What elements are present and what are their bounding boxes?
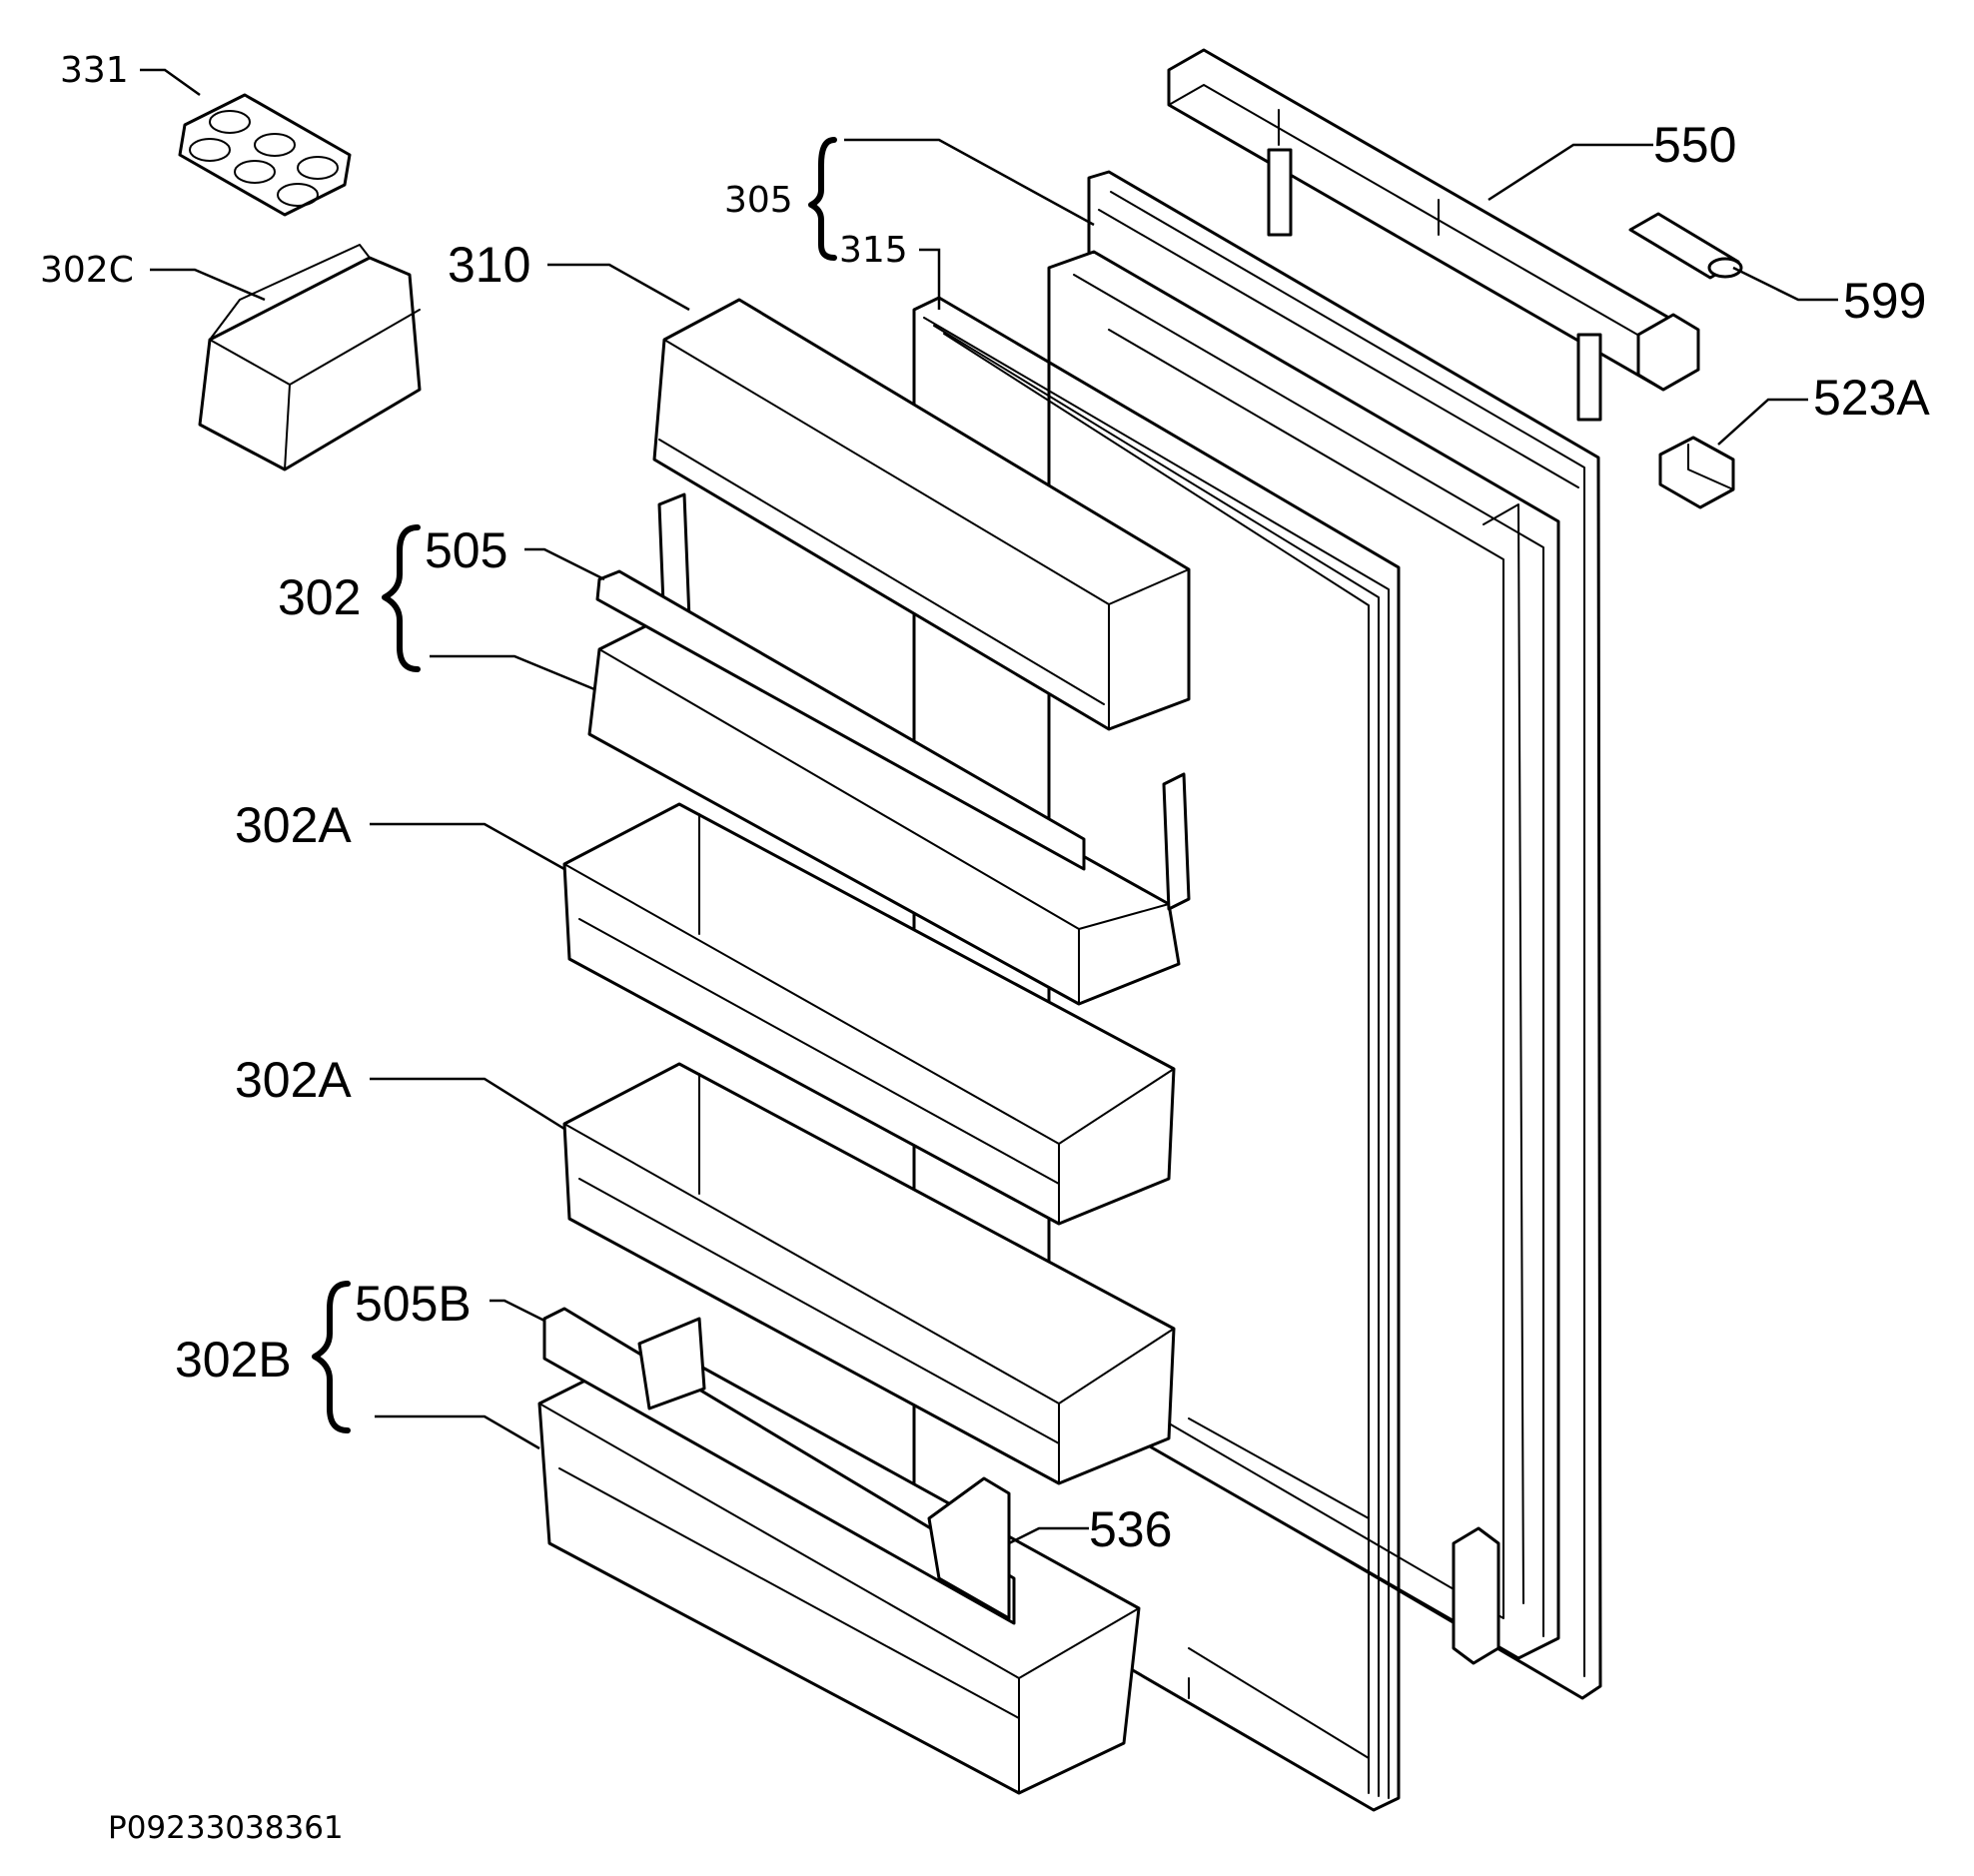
label-302A-lower: 302A bbox=[235, 1052, 352, 1108]
label-550: 550 bbox=[1653, 117, 1736, 173]
label-505: 505 bbox=[425, 522, 507, 578]
label-302: 302 bbox=[278, 569, 361, 625]
shelf-302B bbox=[537, 1307, 1141, 1795]
brace-302 bbox=[382, 524, 421, 672]
drawing-code: P09233038361 bbox=[108, 1810, 344, 1846]
label-302C: 302C bbox=[40, 250, 134, 291]
hinge-cover-550 bbox=[1167, 48, 1700, 422]
part-labels: 331 302C 310 305 315 550 599 523A 302 50… bbox=[40, 50, 1930, 1846]
label-331: 331 bbox=[60, 50, 129, 91]
egg-tray-331 bbox=[178, 93, 352, 217]
label-523A: 523A bbox=[1813, 370, 1930, 426]
label-305: 305 bbox=[724, 180, 793, 221]
leader-lines bbox=[140, 68, 1838, 1545]
label-536: 536 bbox=[1089, 1501, 1172, 1557]
shelf-302A-upper bbox=[562, 802, 1176, 1226]
pin-599 bbox=[1628, 212, 1743, 280]
brace-302B bbox=[312, 1281, 351, 1433]
shelf-302C bbox=[198, 244, 422, 471]
label-505B: 505B bbox=[355, 1276, 472, 1332]
label-599: 599 bbox=[1843, 273, 1926, 329]
label-315: 315 bbox=[839, 230, 908, 271]
shelf-302 bbox=[587, 492, 1191, 1006]
brace-305 bbox=[808, 137, 837, 261]
clip-523A bbox=[1658, 436, 1735, 509]
label-302B: 302B bbox=[175, 1332, 292, 1388]
shelf-302A-lower bbox=[562, 1062, 1176, 1485]
label-302A-upper: 302A bbox=[235, 797, 352, 853]
braces bbox=[312, 137, 837, 1433]
label-310: 310 bbox=[448, 237, 530, 293]
compartment-310 bbox=[652, 298, 1191, 731]
